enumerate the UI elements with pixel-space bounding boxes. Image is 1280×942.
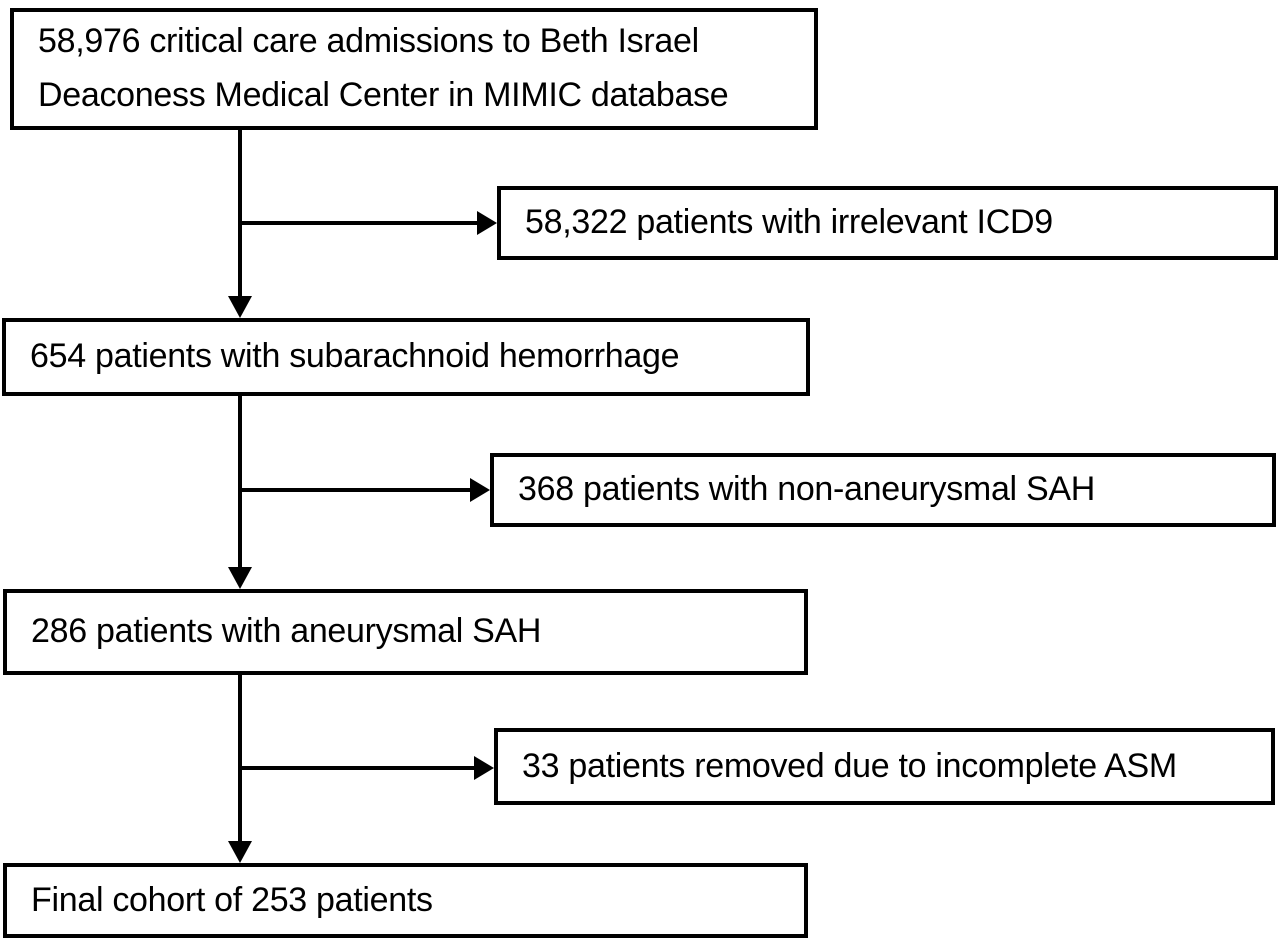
arrowhead-right-icon bbox=[474, 756, 494, 780]
flow-node-irrelevant-icd9: 58,322 patients with irrelevant ICD9 bbox=[497, 186, 1278, 260]
flow-node-aneurysmal-sah: 286 patients with aneurysmal SAH bbox=[3, 589, 808, 675]
flow-node-non-aneurysmal-sah: 368 patients with non-aneurysmal SAH bbox=[490, 453, 1276, 527]
branch-to-irrelevant-icd9 bbox=[240, 221, 477, 225]
arrowhead-down-icon bbox=[228, 567, 252, 589]
connector-aneurysmal-to-final bbox=[238, 675, 242, 841]
flow-node-admissions: 58,976 critical care admissions to Beth … bbox=[10, 8, 818, 130]
flow-node-incomplete-asm: 33 patients removed due to incomplete AS… bbox=[494, 728, 1275, 805]
flow-node-subarachnoid-hemorrhage: 654 patients with subarachnoid hemorrhag… bbox=[2, 318, 810, 396]
arrowhead-right-icon bbox=[470, 478, 490, 502]
arrowhead-down-icon bbox=[228, 296, 252, 318]
arrowhead-down-icon bbox=[228, 841, 252, 863]
branch-to-non-aneurysmal-sah bbox=[240, 488, 470, 492]
branch-to-incomplete-asm bbox=[240, 766, 474, 770]
connector-admissions-to-sah bbox=[238, 130, 242, 296]
connector-sah-to-aneurysmal bbox=[238, 396, 242, 567]
arrowhead-right-icon bbox=[477, 211, 497, 235]
flow-node-final-cohort: Final cohort of 253 patients bbox=[3, 863, 808, 938]
